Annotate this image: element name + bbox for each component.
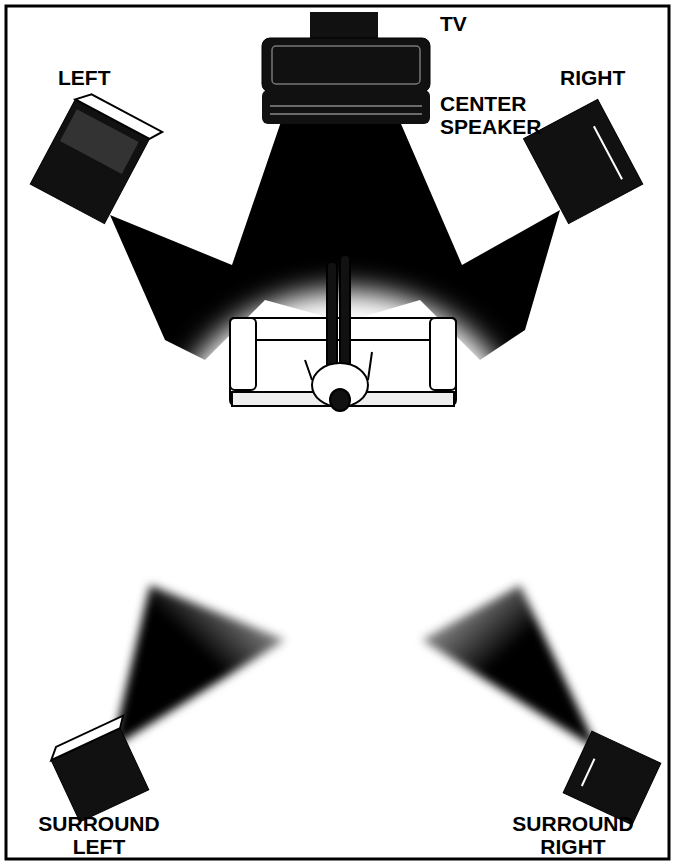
speaker-label: SURROUND LEFT xyxy=(14,812,184,858)
tv-set xyxy=(262,12,430,92)
surround-right-cone xyxy=(422,585,598,750)
surround-left-speaker xyxy=(47,716,156,822)
speaker-label: LEFT xyxy=(58,66,138,89)
tv-label: TV xyxy=(440,12,520,35)
speaker-label: SURROUND RIGHT xyxy=(488,812,658,858)
center-speaker xyxy=(262,90,430,124)
surround-right-speaker xyxy=(563,731,661,825)
left-speaker xyxy=(30,89,162,228)
person xyxy=(305,255,372,411)
surround-left-cone xyxy=(112,585,285,748)
speaker-label: CENTER SPEAKER xyxy=(440,92,570,138)
frame xyxy=(6,6,669,859)
front-sound-field xyxy=(110,110,560,590)
speaker-label: RIGHT xyxy=(560,66,650,89)
